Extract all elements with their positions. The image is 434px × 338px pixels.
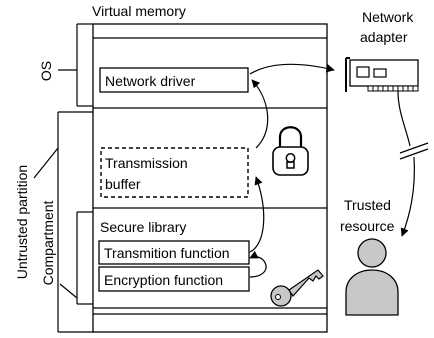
os-label: OS <box>38 61 54 81</box>
transmition-function-box <box>98 240 250 265</box>
network-adapter-label-line2: adapter <box>360 29 408 45</box>
secure-library-label: Secure library <box>100 219 186 235</box>
trusted-resource-label-line2: resource <box>340 218 395 234</box>
transmition-function-label: Transmition function <box>104 245 230 261</box>
transmission-buffer-box <box>100 147 249 198</box>
network-adapter-label-line1: Network <box>362 9 414 25</box>
trusted-resource-label-line1: Trusted <box>344 197 391 213</box>
person-icon <box>345 238 399 316</box>
compartment-leader <box>59 283 78 299</box>
transmission-buffer-label-line2: buffer <box>105 176 141 192</box>
transmit-to-buffer-arrow <box>249 176 265 253</box>
network-cable <box>397 90 429 237</box>
network-card-icon <box>345 57 419 92</box>
os-bracket <box>58 23 93 107</box>
buffer-to-driver-arrow <box>251 79 269 149</box>
transmission-buffer-label-line1: Transmission <box>105 155 188 171</box>
virtual-memory-title: Virtual memory <box>92 3 186 19</box>
untrusted-partition-bracket <box>57 111 93 333</box>
driver-to-adapter-arrow <box>249 63 335 75</box>
network-driver-box <box>99 67 249 93</box>
untrusted-partition-leader <box>33 147 59 179</box>
compartment-label: Compartment <box>40 200 56 285</box>
compartment-bracket <box>76 211 93 305</box>
encrypt-to-transmit-arrow <box>249 250 267 278</box>
encryption-function-label: Encryption function <box>104 272 223 288</box>
padlock-icon <box>272 126 309 176</box>
encryption-function-box <box>98 266 250 292</box>
network-driver-label: Network driver <box>105 73 196 89</box>
untrusted-partition-label: Untrusted partition <box>14 165 30 279</box>
key-icon <box>270 269 324 307</box>
